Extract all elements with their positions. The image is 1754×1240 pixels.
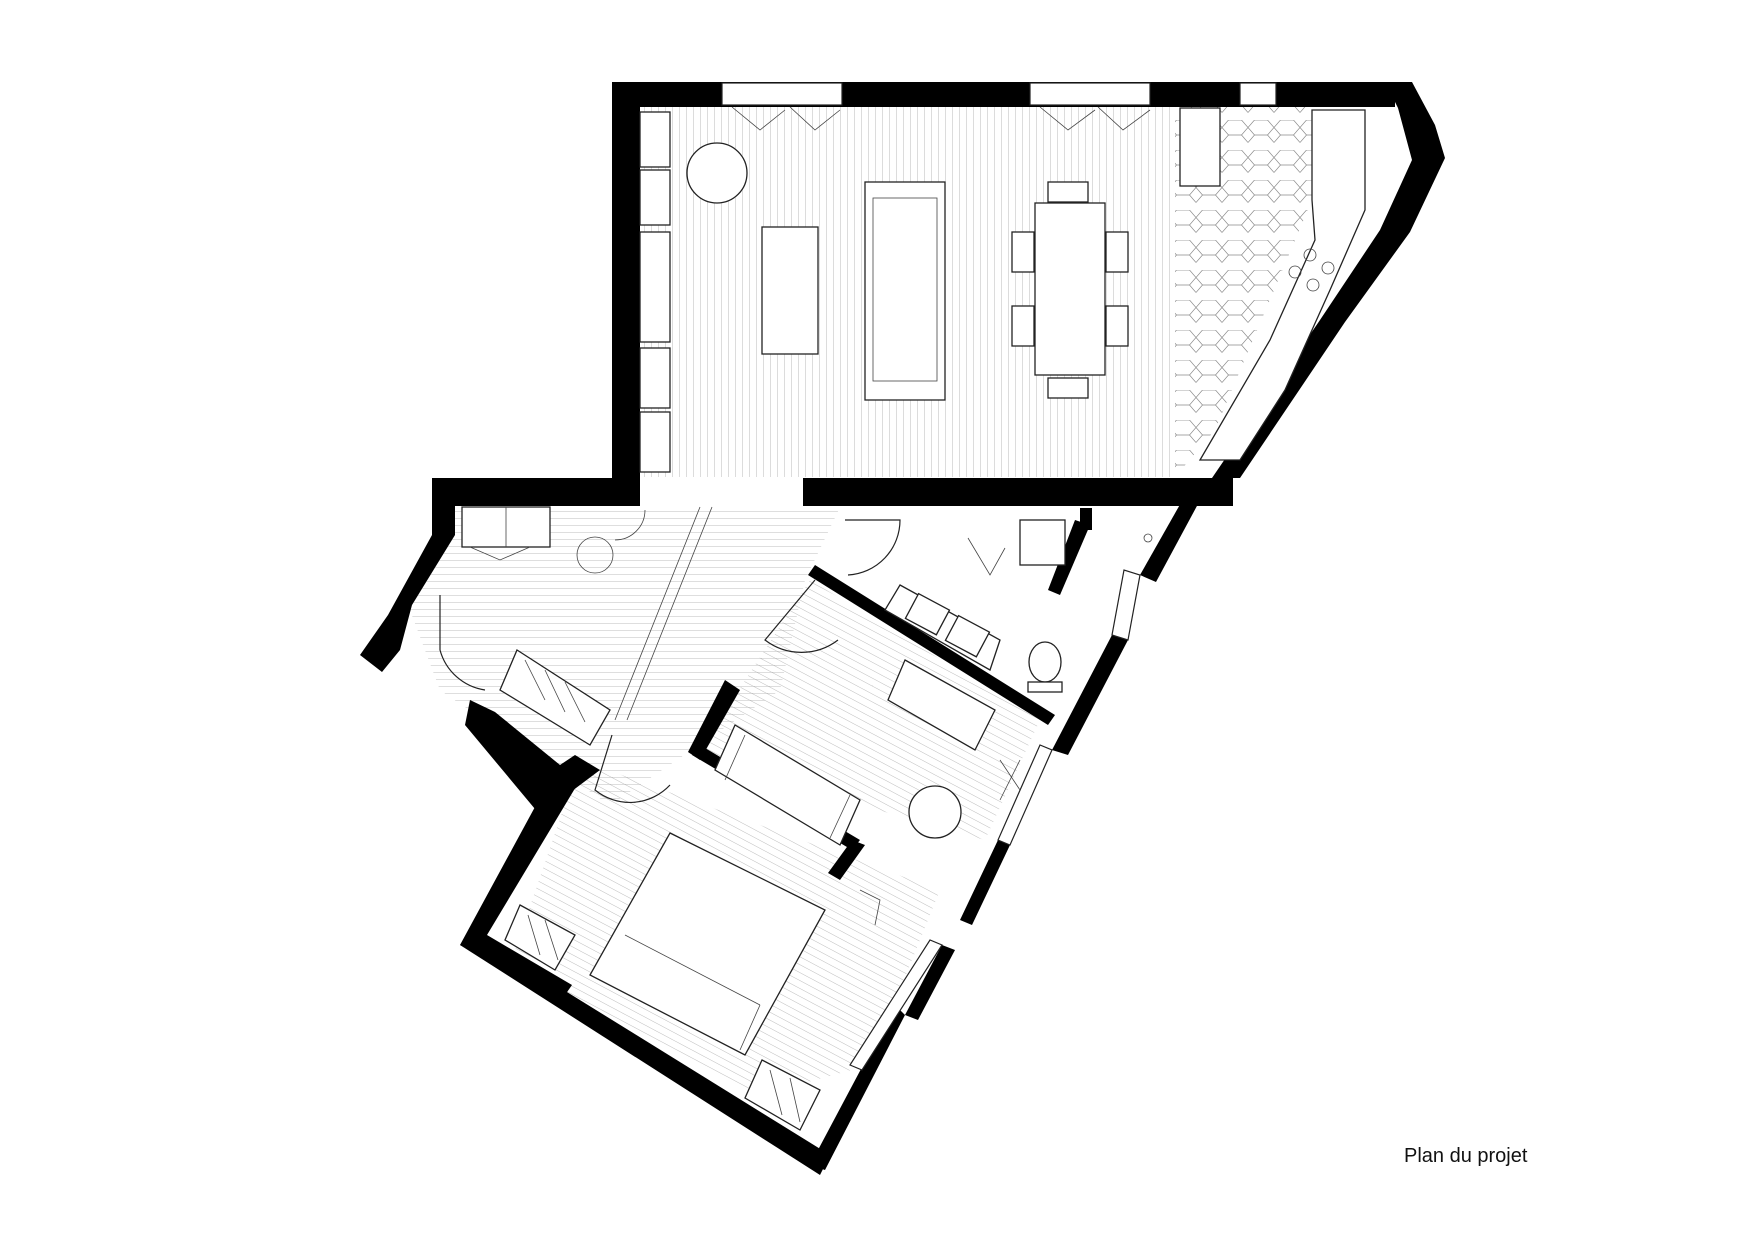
- door-swing-icon: [439, 595, 486, 691]
- wall-east-upper: [1140, 478, 1212, 582]
- sink-basin: [904, 592, 951, 636]
- bedroom-wardrobe: [504, 904, 576, 971]
- office-sofa: [714, 724, 861, 846]
- wall-east-lower: [905, 945, 955, 1020]
- dining-chair: [1011, 231, 1035, 273]
- bedroom-nightstand: [744, 1059, 821, 1131]
- armchair-row: [639, 111, 671, 473]
- round-chair-living: [686, 142, 748, 204]
- sliding-partition: [614, 506, 701, 721]
- wall-living-south-east: [803, 478, 1233, 506]
- dining-chair: [1047, 377, 1089, 399]
- window-bath: [1111, 569, 1141, 641]
- wall-east-mid: [960, 840, 1010, 925]
- sink-basin: [944, 614, 991, 658]
- dining-chair: [1011, 305, 1035, 347]
- windows: [721, 82, 1277, 1071]
- double-bed: [589, 832, 826, 1056]
- stove-burner: [1303, 248, 1317, 262]
- wall-stub: [1080, 508, 1092, 530]
- window-north-2: [1029, 82, 1151, 106]
- wall-closet: [828, 840, 865, 880]
- shower-drain-icon: [1143, 533, 1153, 543]
- wall-bedroom-west: [460, 770, 580, 995]
- window-north-1: [721, 82, 843, 106]
- office-chair: [908, 785, 962, 839]
- wall-bedroom-south: [460, 935, 830, 1175]
- wall-office-north: [808, 565, 1055, 725]
- window-bedroom: [849, 939, 943, 1071]
- bathroom-fixtures: [845, 519, 1153, 693]
- wall-east-bath: [1052, 635, 1128, 755]
- toilet-tank: [1027, 681, 1063, 693]
- wall-entry-west: [360, 478, 455, 672]
- kitchen-cabinet: [1179, 107, 1221, 187]
- plan-caption: Plan du projet: [1404, 1145, 1528, 1167]
- stove-burner: [1321, 261, 1335, 275]
- wall-living-west: [612, 82, 640, 480]
- toilet: [1028, 641, 1062, 683]
- wall-bedroom-east: [810, 1005, 905, 1170]
- wall-office-west: [688, 680, 740, 760]
- dining-chair: [1105, 231, 1129, 273]
- door-swing-icon: [764, 579, 839, 653]
- wall-bath-divider: [1048, 520, 1090, 595]
- dining-table: [1034, 202, 1106, 376]
- kitchen-tile-floor: [1175, 105, 1312, 477]
- wall-living-south-west: [432, 478, 640, 506]
- coat-hook-icon: [576, 536, 614, 574]
- dining-chair: [1047, 181, 1089, 203]
- office-desk: [887, 659, 996, 751]
- washing-machine: [1019, 519, 1066, 566]
- dining-chair: [1105, 305, 1129, 347]
- door-swing-icon: [594, 734, 671, 803]
- window-office: [997, 744, 1053, 846]
- living-room-furniture: [639, 106, 1366, 473]
- wall-east-diagonal: [1212, 82, 1445, 478]
- window-kitchen: [1239, 82, 1277, 106]
- sofa: [864, 181, 946, 401]
- office-furniture: [714, 579, 1021, 846]
- entry-wardrobe: [499, 649, 611, 746]
- stove-burner: [1306, 278, 1320, 292]
- coffee-table: [761, 226, 819, 355]
- bedroom-furniture: [504, 734, 881, 1131]
- entry-furniture: [439, 506, 713, 746]
- door-swing-icon: [845, 519, 901, 576]
- stove-burner: [1288, 265, 1302, 279]
- kitchen-counter: [1198, 109, 1366, 461]
